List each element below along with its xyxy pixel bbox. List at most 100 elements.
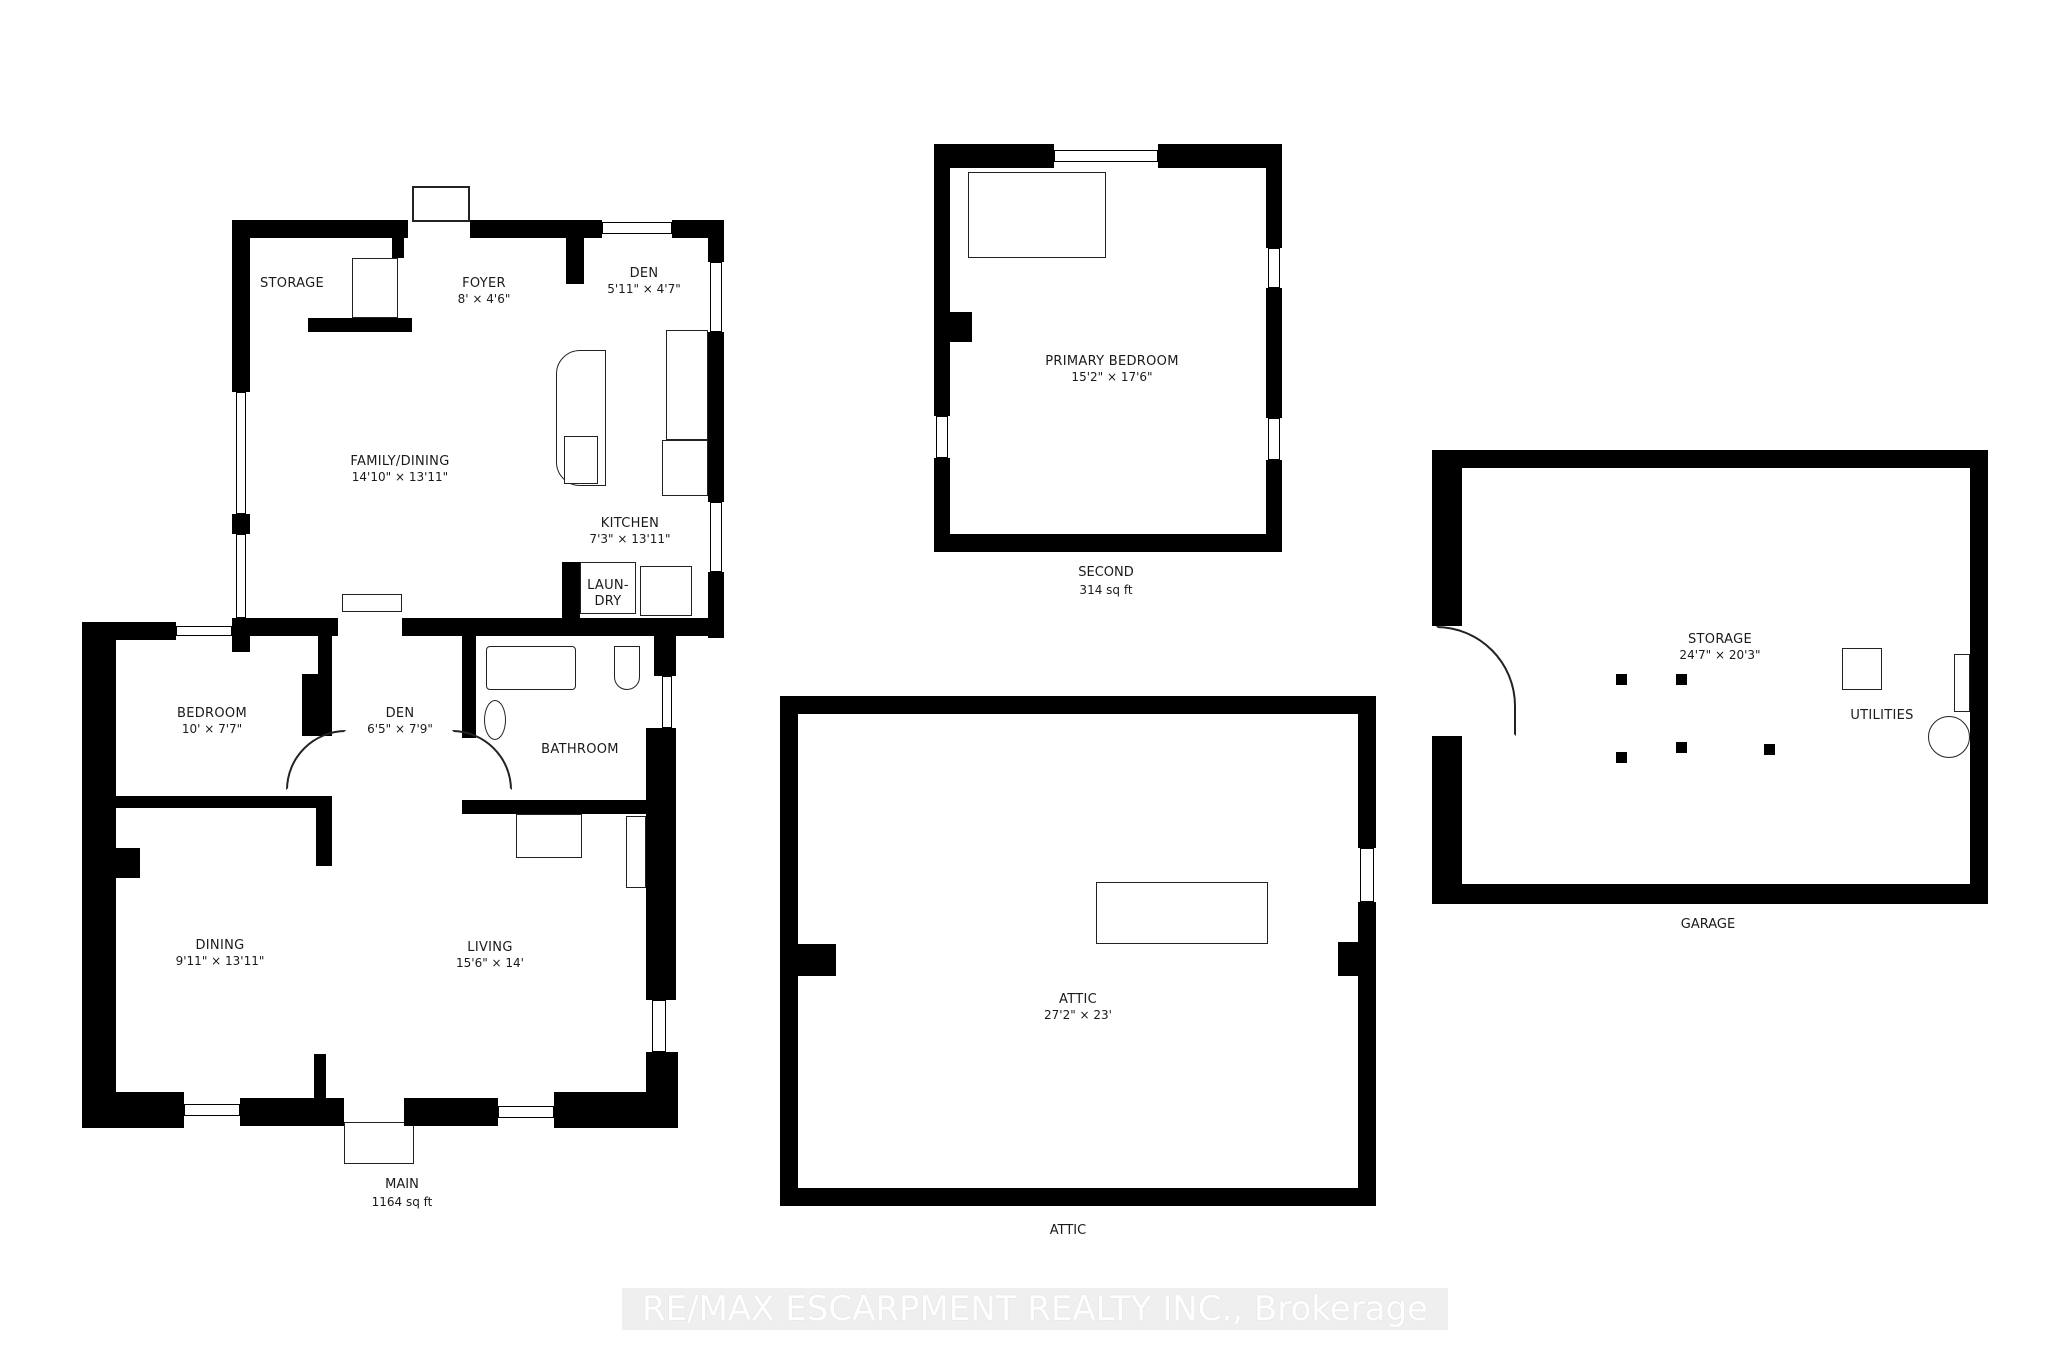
- panel: [1954, 654, 1970, 712]
- wall: [308, 318, 412, 332]
- wall: [646, 1052, 678, 1128]
- wall: [1158, 144, 1282, 168]
- window: [710, 262, 722, 332]
- wall: [950, 312, 972, 342]
- window: [1268, 248, 1280, 288]
- dryer: [640, 566, 692, 616]
- wall: [1266, 460, 1282, 552]
- watermark: RE/MAX ESCARPMENT REALTY INC., Brokerage: [622, 1288, 1448, 1330]
- wall: [240, 1098, 344, 1126]
- window: [498, 1106, 554, 1118]
- window: [176, 626, 232, 636]
- stairs: [516, 814, 582, 858]
- post: [1616, 674, 1627, 685]
- wall: [654, 634, 676, 676]
- wall: [1266, 144, 1282, 248]
- entry-step: [412, 186, 470, 222]
- utility-unit: [1842, 648, 1882, 690]
- wall: [780, 696, 798, 1206]
- counter: [666, 330, 708, 440]
- water-heater: [1928, 716, 1970, 758]
- window: [1268, 418, 1280, 460]
- wall: [232, 618, 338, 636]
- room-label: STORAGE: [260, 276, 324, 291]
- post: [1616, 752, 1627, 763]
- wall: [646, 728, 676, 1000]
- door-swing: [286, 730, 346, 790]
- wall: [708, 220, 724, 262]
- wall: [1432, 450, 1462, 626]
- wall: [232, 514, 250, 534]
- toilet: [614, 646, 640, 690]
- wall: [934, 534, 1282, 552]
- wall: [780, 1188, 1376, 1206]
- window: [1360, 848, 1374, 902]
- wall: [232, 220, 408, 238]
- window: [1054, 150, 1158, 162]
- wall: [1432, 450, 1988, 468]
- window: [652, 1000, 666, 1052]
- sink: [484, 700, 506, 740]
- wall: [934, 458, 950, 552]
- sink: [564, 436, 598, 484]
- wall: [116, 848, 140, 878]
- step: [342, 594, 402, 612]
- stairs: [968, 172, 1106, 258]
- wall: [1358, 902, 1376, 1206]
- wall: [462, 800, 662, 814]
- wall: [1266, 288, 1282, 418]
- entry-step: [344, 1122, 414, 1164]
- wall: [82, 1092, 184, 1128]
- window: [236, 392, 246, 514]
- stairs: [1096, 882, 1268, 944]
- wall: [1358, 696, 1376, 848]
- wall: [1432, 736, 1462, 904]
- wall: [392, 238, 404, 258]
- room-label: BATHROOM: [541, 742, 619, 757]
- wall: [318, 636, 332, 736]
- wall: [470, 220, 602, 238]
- window: [936, 416, 948, 458]
- window: [602, 222, 672, 234]
- post: [1676, 674, 1687, 685]
- door-swing: [1436, 626, 1516, 736]
- wall: [316, 796, 332, 866]
- post: [1764, 744, 1775, 755]
- wall: [708, 332, 724, 502]
- wall: [404, 1098, 498, 1126]
- floor-label: GARAGE: [1680, 917, 1736, 932]
- wall: [934, 144, 1054, 168]
- wall: [562, 562, 580, 620]
- floor-label: ATTIC: [1049, 1223, 1087, 1238]
- wall: [314, 1054, 326, 1102]
- door-swing: [452, 730, 512, 790]
- room-label: LAUN-DRY: [587, 578, 629, 610]
- wall: [402, 618, 718, 636]
- wall: [798, 944, 836, 976]
- window: [710, 502, 722, 572]
- wall: [116, 796, 328, 808]
- wall: [1432, 884, 1988, 904]
- wall: [1338, 942, 1358, 976]
- cabinet: [626, 816, 646, 888]
- wall: [302, 674, 320, 736]
- bathtub: [486, 646, 576, 690]
- stairs: [352, 258, 398, 318]
- window: [662, 676, 672, 728]
- wall: [232, 220, 250, 392]
- wall: [934, 144, 950, 416]
- wall: [780, 696, 1376, 714]
- wall: [566, 238, 584, 284]
- window: [184, 1104, 240, 1116]
